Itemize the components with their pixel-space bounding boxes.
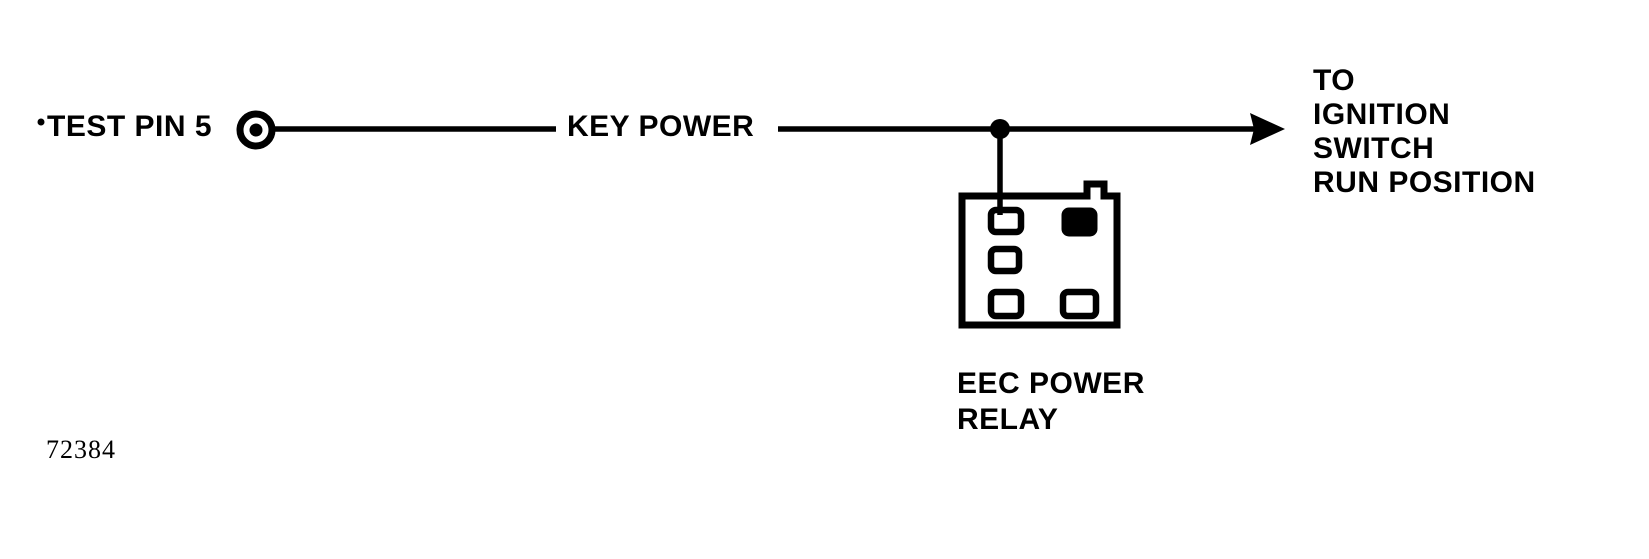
arrowhead-icon <box>1250 113 1285 145</box>
relay-terminal-right-top <box>1061 207 1098 237</box>
relay-connector-body <box>958 180 1121 329</box>
figure-number: 72384 <box>46 435 116 464</box>
test-point-center-icon <box>249 123 263 137</box>
relay-terminal-left-top <box>987 206 1025 236</box>
relay-terminal-right-bottom <box>1059 288 1100 320</box>
relay-terminal-left-middle <box>987 245 1023 275</box>
ignition-switch-destination-label: TO IGNITION SWITCH RUN POSITION <box>1313 64 1536 199</box>
test-pin-label: TEST PIN 5 <box>47 110 213 143</box>
bullet-dot-icon <box>37 118 45 126</box>
relay-terminal-left-bottom <box>987 288 1025 320</box>
key-power-label: KEY POWER <box>567 110 755 143</box>
eec-power-relay-label: EEC POWER RELAY <box>957 367 1145 436</box>
